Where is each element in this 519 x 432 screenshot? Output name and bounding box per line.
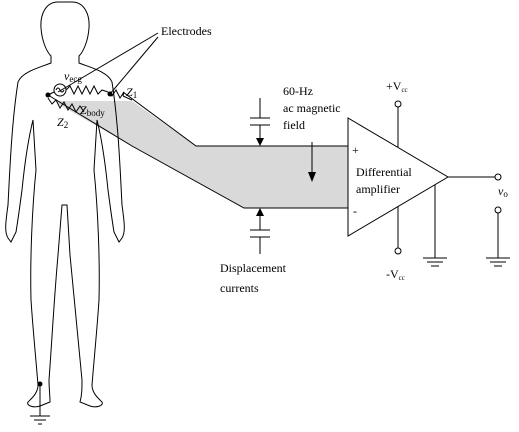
z1-lead <box>122 95 133 101</box>
chest-electrode-right <box>107 91 113 97</box>
field-label-line-1: 60-Hz <box>283 84 313 98</box>
displacement-label-line-1: Displacement <box>220 261 287 275</box>
magnetic-field-arrow-icon <box>308 172 316 182</box>
vo-label: vo <box>498 184 508 199</box>
field-label-line-2: ac magnetic <box>283 101 341 115</box>
top-capacitor-arrow-icon <box>256 138 264 146</box>
plus-vcc-label: +Vcc <box>386 79 408 94</box>
output-ground-terminal <box>494 206 502 214</box>
electrode-pointer-right <box>109 36 159 95</box>
human-body-outline <box>5 1 125 408</box>
displacement-label-line-2: currents <box>220 281 259 295</box>
field-label-line-3: field <box>283 118 305 132</box>
amp-minus-input-label: - <box>353 204 357 218</box>
z1-label: Z1 <box>126 85 137 100</box>
lower-lead-wire <box>47 94 348 209</box>
electrode-pointer-left <box>57 32 159 93</box>
z-body-resistor <box>65 84 109 96</box>
minus-vcc-terminal <box>394 247 402 255</box>
minus-vcc-label: -Vcc <box>386 267 405 282</box>
amp-plus-input-label: + <box>352 143 359 157</box>
z2-label: Z2 <box>57 115 68 130</box>
chest-electrode-left <box>45 92 51 98</box>
output-terminal <box>494 173 502 181</box>
v-ecg-label: vecg <box>64 69 82 84</box>
bottom-capacitor-arrow-icon <box>256 208 264 216</box>
ecg-source-sine <box>55 87 65 93</box>
plus-vcc-terminal <box>394 100 402 108</box>
z2-resistor <box>47 97 85 113</box>
lead-cable-band <box>58 101 348 208</box>
amp-label-line-2: amplifier <box>356 182 400 196</box>
z-body-label: Zbody <box>80 103 105 118</box>
amp-label-line-1: Differential <box>356 165 412 179</box>
electrodes-label: Electrodes <box>161 24 212 38</box>
upper-lead-wire <box>122 91 348 147</box>
